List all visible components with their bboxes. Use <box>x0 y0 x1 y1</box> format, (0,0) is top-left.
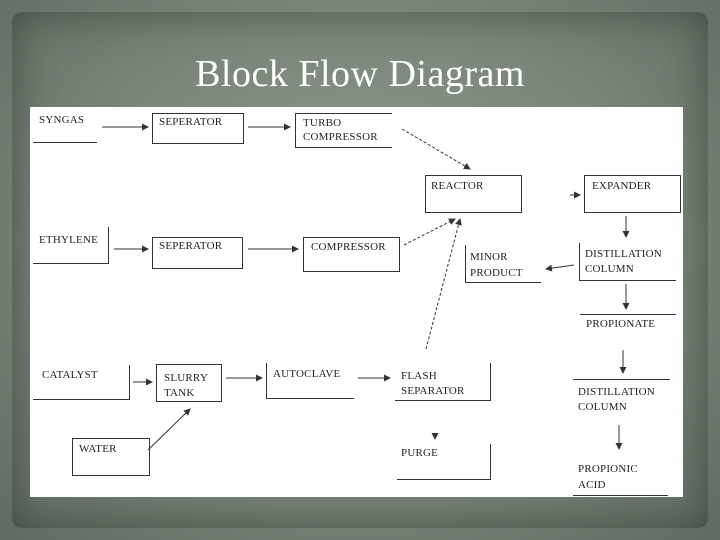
turbo-compressor-label-line1: TURBO <box>303 117 342 129</box>
separator-2-block <box>152 237 243 269</box>
distillation-column-1-label-line1: DISTILLATION <box>585 248 662 260</box>
compressor-block <box>303 237 400 272</box>
separator-2-label: SEPERATOR <box>159 240 223 252</box>
minor-product-label-line1: MINOR <box>470 251 508 263</box>
distillation-column-2-label-line2: COLUMN <box>578 401 627 413</box>
propionic-acid-label-line2: ACID <box>578 479 606 491</box>
flow-arrows <box>102 123 630 451</box>
turbo-compressor-block <box>295 113 392 148</box>
flash-separator-label-line2: SEPARATOR <box>401 385 465 397</box>
reactor-block <box>425 175 522 213</box>
syngas-label: SYNGAS <box>39 114 85 126</box>
propionic-acid-label-line1: PROPIONIC <box>578 463 638 475</box>
flash-separator-block <box>395 363 491 401</box>
catalyst-block <box>33 365 130 400</box>
arrow-flash-separator-to-reactor <box>425 218 462 350</box>
minor-product-label-line2: PRODUCT <box>470 267 523 279</box>
propionate-label: PROPIONATE <box>586 318 656 330</box>
expander-block <box>584 175 681 213</box>
arrow-compressor-to-reactor <box>403 218 456 246</box>
distillation-column-1-block <box>579 243 676 281</box>
ethylene-block <box>33 227 109 264</box>
distillation-column-2-block <box>573 379 670 417</box>
arrow-distillation-column-to-minor-product <box>545 264 575 272</box>
reactor-label: REACTOR <box>431 180 484 192</box>
slurry-tank-label-line2: TANK <box>164 387 195 399</box>
separator-1-block <box>152 113 244 144</box>
syngas-block <box>33 107 97 143</box>
slurry-tank-block <box>156 364 222 402</box>
distillation-column-2-label-line1: DISTILLATION <box>578 386 655 398</box>
purge-label: PURGE <box>401 447 439 459</box>
water-block <box>72 438 150 476</box>
turbo-compressor-label-line2: COMPRESSOR <box>303 131 378 143</box>
minor-product-block <box>465 245 541 283</box>
purge-block <box>397 444 491 480</box>
distillation-column-1-label-line2: COLUMN <box>585 263 634 275</box>
ethylene-label: ETHYLENE <box>39 234 99 246</box>
diagram-canvas: SYNGAS SEPERATOR TURBO COMPRESSOR REACTO… <box>30 107 683 497</box>
arrow-turbo-compressor-to-reactor <box>401 128 471 170</box>
slide-title: Block Flow Diagram <box>195 53 525 95</box>
autoclave-label: AUTOCLAVE <box>273 368 341 380</box>
expander-label: EXPANDER <box>592 180 652 192</box>
propionate-block <box>580 314 676 331</box>
autoclave-block <box>266 363 354 399</box>
water-label: WATER <box>79 443 117 455</box>
flash-separator-label-line1: FLASH <box>401 370 437 382</box>
separator-1-label: SEPERATOR <box>159 116 223 128</box>
compressor-label: COMPRESSOR <box>311 241 386 253</box>
propionic-acid-block <box>573 460 668 496</box>
slurry-tank-label-line1: SLURRY <box>164 372 208 384</box>
catalyst-label: CATALYST <box>42 369 98 381</box>
arrow-water-to-slurry-tank <box>147 408 191 451</box>
